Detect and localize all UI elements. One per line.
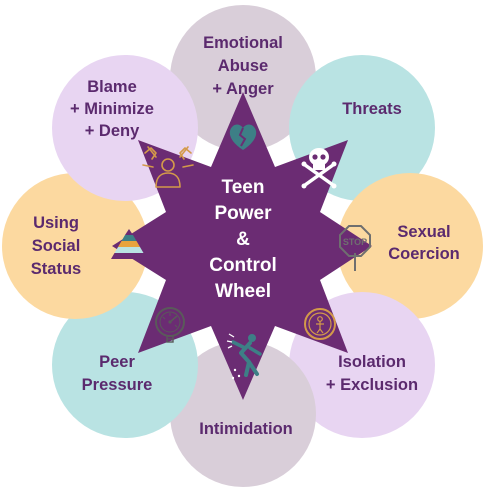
label-social-status: Using Social Status [31,214,81,278]
petal-label-line: + Deny [85,122,140,140]
stop-sign-icon: STOP [339,225,371,271]
center-star [112,92,372,400]
center-title: Teen Power & Control Wheel [209,177,277,302]
petal-social-status [2,173,148,319]
petal-label-line: Social [32,237,81,255]
petal-label-line: Isolation [338,353,406,371]
petal-label-line: Status [31,260,81,278]
label-peer-pressure: Peer Pressure [82,353,153,394]
person-in-circle-icon [304,308,336,340]
petal-label-line: + Minimize [70,100,154,118]
petal-label-line: Using [33,214,79,232]
label-sexual-coercion: Sexual Coercion [388,223,460,263]
label-threats: Threats [342,100,402,118]
skull-crossbones-icon [301,148,337,189]
center-title-line: Teen [222,177,265,198]
petal-label-line: Intimidation [199,420,293,438]
petal-label-line: + Exclusion [326,376,418,394]
petal-label-line: Peer [99,353,135,371]
pointing-fingers-icon [142,146,194,188]
label-emotional-abuse: Emotional Abuse + Anger [203,34,283,98]
center-title-line: Control [209,255,277,276]
label-blame: Blame + Minimize + Deny [70,78,154,140]
pressure-gauge-icon [155,307,185,343]
petal-label-line: + Anger [212,80,274,98]
petal-intimidation [170,341,316,487]
label-intimidation: Intimidation [199,420,293,438]
petal-label-line: Sexual [397,223,450,241]
petal-label-line: Abuse [218,57,268,75]
pyramid-icon [111,229,147,259]
petal-label-line: Blame [87,78,137,96]
petal-label-line: Threats [342,100,402,118]
svg-text:STOP: STOP [343,237,367,247]
label-isolation: Isolation + Exclusion [326,353,418,394]
intimidation-figure-icon [226,333,262,380]
center-title-line: Wheel [215,281,271,302]
petal-label-line: Pressure [82,376,153,394]
broken-heart-icon [229,124,257,150]
petal-emotional-abuse [170,5,316,151]
center-title-line: & [236,229,250,250]
petal-sexual-coercion [337,173,483,319]
petal-label-line: Coercion [388,245,460,263]
petal-label-line: Emotional [203,34,283,52]
center-title-line: Power [214,203,272,224]
